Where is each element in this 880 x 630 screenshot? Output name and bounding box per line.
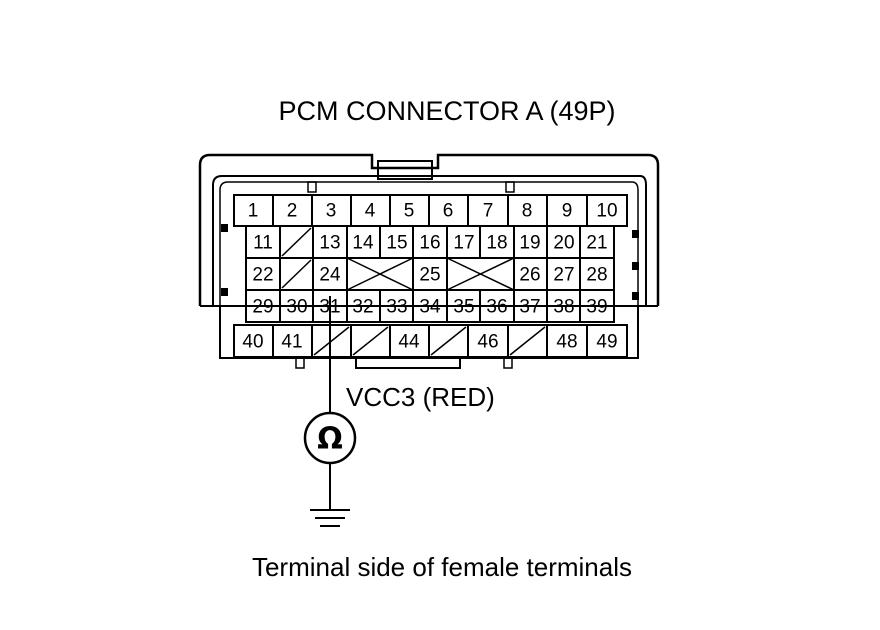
terminal-27-label: 27 [553,265,574,286]
terminal-32-label: 32 [352,297,373,318]
terminal-37-label: 37 [519,297,540,318]
terminal-41-label: 41 [281,332,302,353]
terminal-10-label: 10 [596,201,617,222]
terminal-labels: 1 2 3 4 5 6 7 8 9 10 11 13 14 15 16 17 1… [242,201,617,353]
terminal-1-label: 1 [248,201,259,222]
terminal-36-label: 36 [486,297,507,318]
terminal-24-label: 24 [319,265,341,286]
terminal-5-label: 5 [404,201,415,222]
terminal-11-label: 11 [253,233,273,254]
terminal-2-label: 2 [287,201,298,222]
terminal-9-label: 9 [562,201,573,222]
terminal-13-label: 13 [319,233,340,254]
ohm-symbol: Ω [317,422,343,457]
terminal-26-label: 26 [519,265,540,286]
terminal-30-label: 30 [286,297,307,318]
terminal-48-label: 48 [556,332,577,353]
probe-label: VCC3 (RED) [346,382,495,412]
terminal-8-label: 8 [522,201,533,222]
terminal-39-label: 39 [586,297,607,318]
terminal-49-label: 49 [596,332,617,353]
terminal-4-label: 4 [365,201,376,222]
terminal-19-label: 19 [519,233,540,254]
terminal-35-label: 35 [453,297,474,318]
terminal-18-label: 18 [486,233,507,254]
terminal-34-label: 34 [419,297,441,318]
terminal-grid [233,194,628,358]
terminal-7-label: 7 [483,201,494,222]
ground-icon [310,509,350,527]
terminal-29-label: 29 [252,297,273,318]
terminal-15-label: 15 [386,233,407,254]
terminal-25-label: 25 [419,265,440,286]
terminal-46-label: 46 [477,332,498,353]
terminal-33-label: 33 [386,297,407,318]
connector-title: PCM CONNECTOR A (49P) [278,96,616,126]
diagram-caption: Terminal side of female terminals [251,552,633,582]
terminal-28-label: 28 [586,265,607,286]
terminal-3-label: 3 [326,201,337,222]
terminal-22-label: 22 [252,265,273,286]
unused-terminal-marks [281,227,546,356]
ohmmeter-icon: Ω [303,411,357,465]
housing-latch-marks [221,224,639,300]
terminal-21-label: 21 [586,233,607,254]
terminal-14-label: 14 [352,233,374,254]
terminal-6-label: 6 [443,201,454,222]
terminal-38-label: 38 [553,297,574,318]
terminal-20-label: 20 [553,233,574,254]
terminal-16-label: 16 [419,233,440,254]
terminal-40-label: 40 [242,332,263,353]
terminal-44-label: 44 [398,332,420,353]
terminal-17-label: 17 [453,233,474,254]
